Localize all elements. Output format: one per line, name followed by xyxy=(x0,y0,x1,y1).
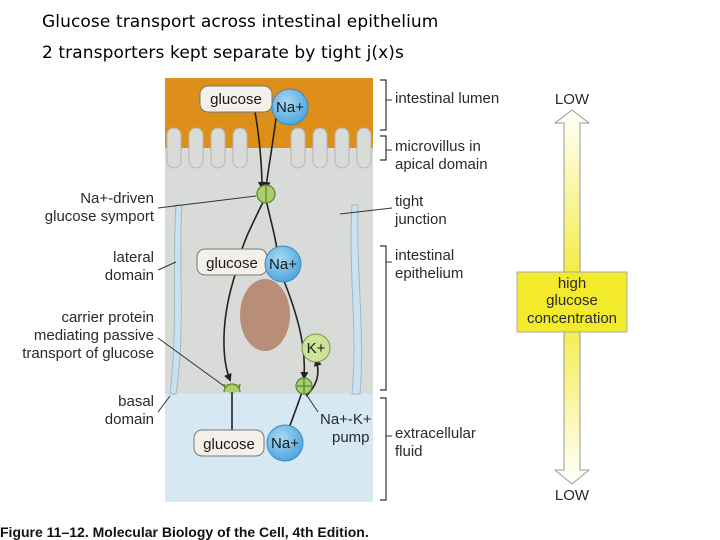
label-ecf-2: fluid xyxy=(395,443,423,460)
right-leaders xyxy=(339,99,393,437)
title-line-1: Glucose transport across intestinal epit… xyxy=(42,12,439,32)
lumen-na-ion: Na+ xyxy=(271,88,309,126)
svg-text:concentration: concentration xyxy=(527,310,617,327)
nucleus xyxy=(240,279,290,351)
label-pump-2: pump xyxy=(332,429,370,446)
label-carrier-1: carrier protein xyxy=(61,309,154,326)
svg-text:glucose: glucose xyxy=(210,91,262,108)
left-labels: Na+-driven glucose symport lateral domai… xyxy=(22,190,257,428)
transport-arrows xyxy=(223,111,322,438)
svg-text:K+: K+ xyxy=(307,340,326,357)
cytoplasm-glucose: glucose xyxy=(196,248,268,276)
label-ecf-1: extracellular xyxy=(395,425,476,442)
label-microvillus-1: microvillus in xyxy=(395,138,481,155)
label-lumen: intestinal lumen xyxy=(395,90,499,107)
title-line-2: 2 transporters kept separate by tight j(… xyxy=(42,43,404,63)
label-epithelium-2: epithelium xyxy=(395,265,463,282)
label-lateral-1: lateral xyxy=(113,249,154,266)
svg-text:Na+: Na+ xyxy=(276,99,304,116)
glucose-symport-protein xyxy=(256,184,276,204)
svg-text:Na+: Na+ xyxy=(271,435,299,452)
microvilli xyxy=(166,127,372,169)
label-pump-1: Na+-K+ xyxy=(320,411,372,428)
right-labels: intestinal lumen microvillus in apical d… xyxy=(320,90,499,460)
label-tight-2: junction xyxy=(394,211,447,228)
right-brackets xyxy=(380,79,387,501)
label-symport-2: glucose symport xyxy=(45,208,155,225)
label-lateral-2: domain xyxy=(105,267,154,284)
right-intercellular-space xyxy=(350,204,363,395)
figure-caption: Figure 11–12. Molecular Biology of the C… xyxy=(0,524,369,540)
label-basal-2: domain xyxy=(105,411,154,428)
left-intercellular-space xyxy=(169,204,183,395)
gradient-top-label: LOW xyxy=(555,91,590,108)
high-concentration-box: high glucose concentration xyxy=(516,271,628,333)
label-carrier-3: transport of glucose xyxy=(22,345,154,362)
ecf-glucose: glucose xyxy=(193,429,265,457)
ecf-na-ion: Na+ xyxy=(266,424,304,462)
na-k-pump-protein xyxy=(295,377,313,395)
label-tight-1: tight xyxy=(395,193,424,210)
svg-text:glucose: glucose xyxy=(546,292,598,309)
svg-text:glucose: glucose xyxy=(203,436,255,453)
svg-text:high: high xyxy=(558,275,586,292)
svg-text:Na+: Na+ xyxy=(269,256,297,273)
cytoplasm-k-ion: K+ xyxy=(301,333,331,363)
pump-leader xyxy=(305,393,319,413)
label-microvillus-2: apical domain xyxy=(395,156,488,173)
lumen-glucose: glucose xyxy=(199,85,273,113)
cytoplasm-na-ion: Na+ xyxy=(264,245,302,283)
gradient-bottom-label: LOW xyxy=(555,487,590,504)
label-epithelium-1: intestinal xyxy=(395,247,454,264)
label-carrier-2: mediating passive xyxy=(34,327,154,344)
svg-text:glucose: glucose xyxy=(206,255,258,272)
label-basal-1: basal xyxy=(118,393,154,410)
label-symport-1: Na+-driven xyxy=(80,190,154,207)
glucose-carrier-protein xyxy=(223,383,241,393)
